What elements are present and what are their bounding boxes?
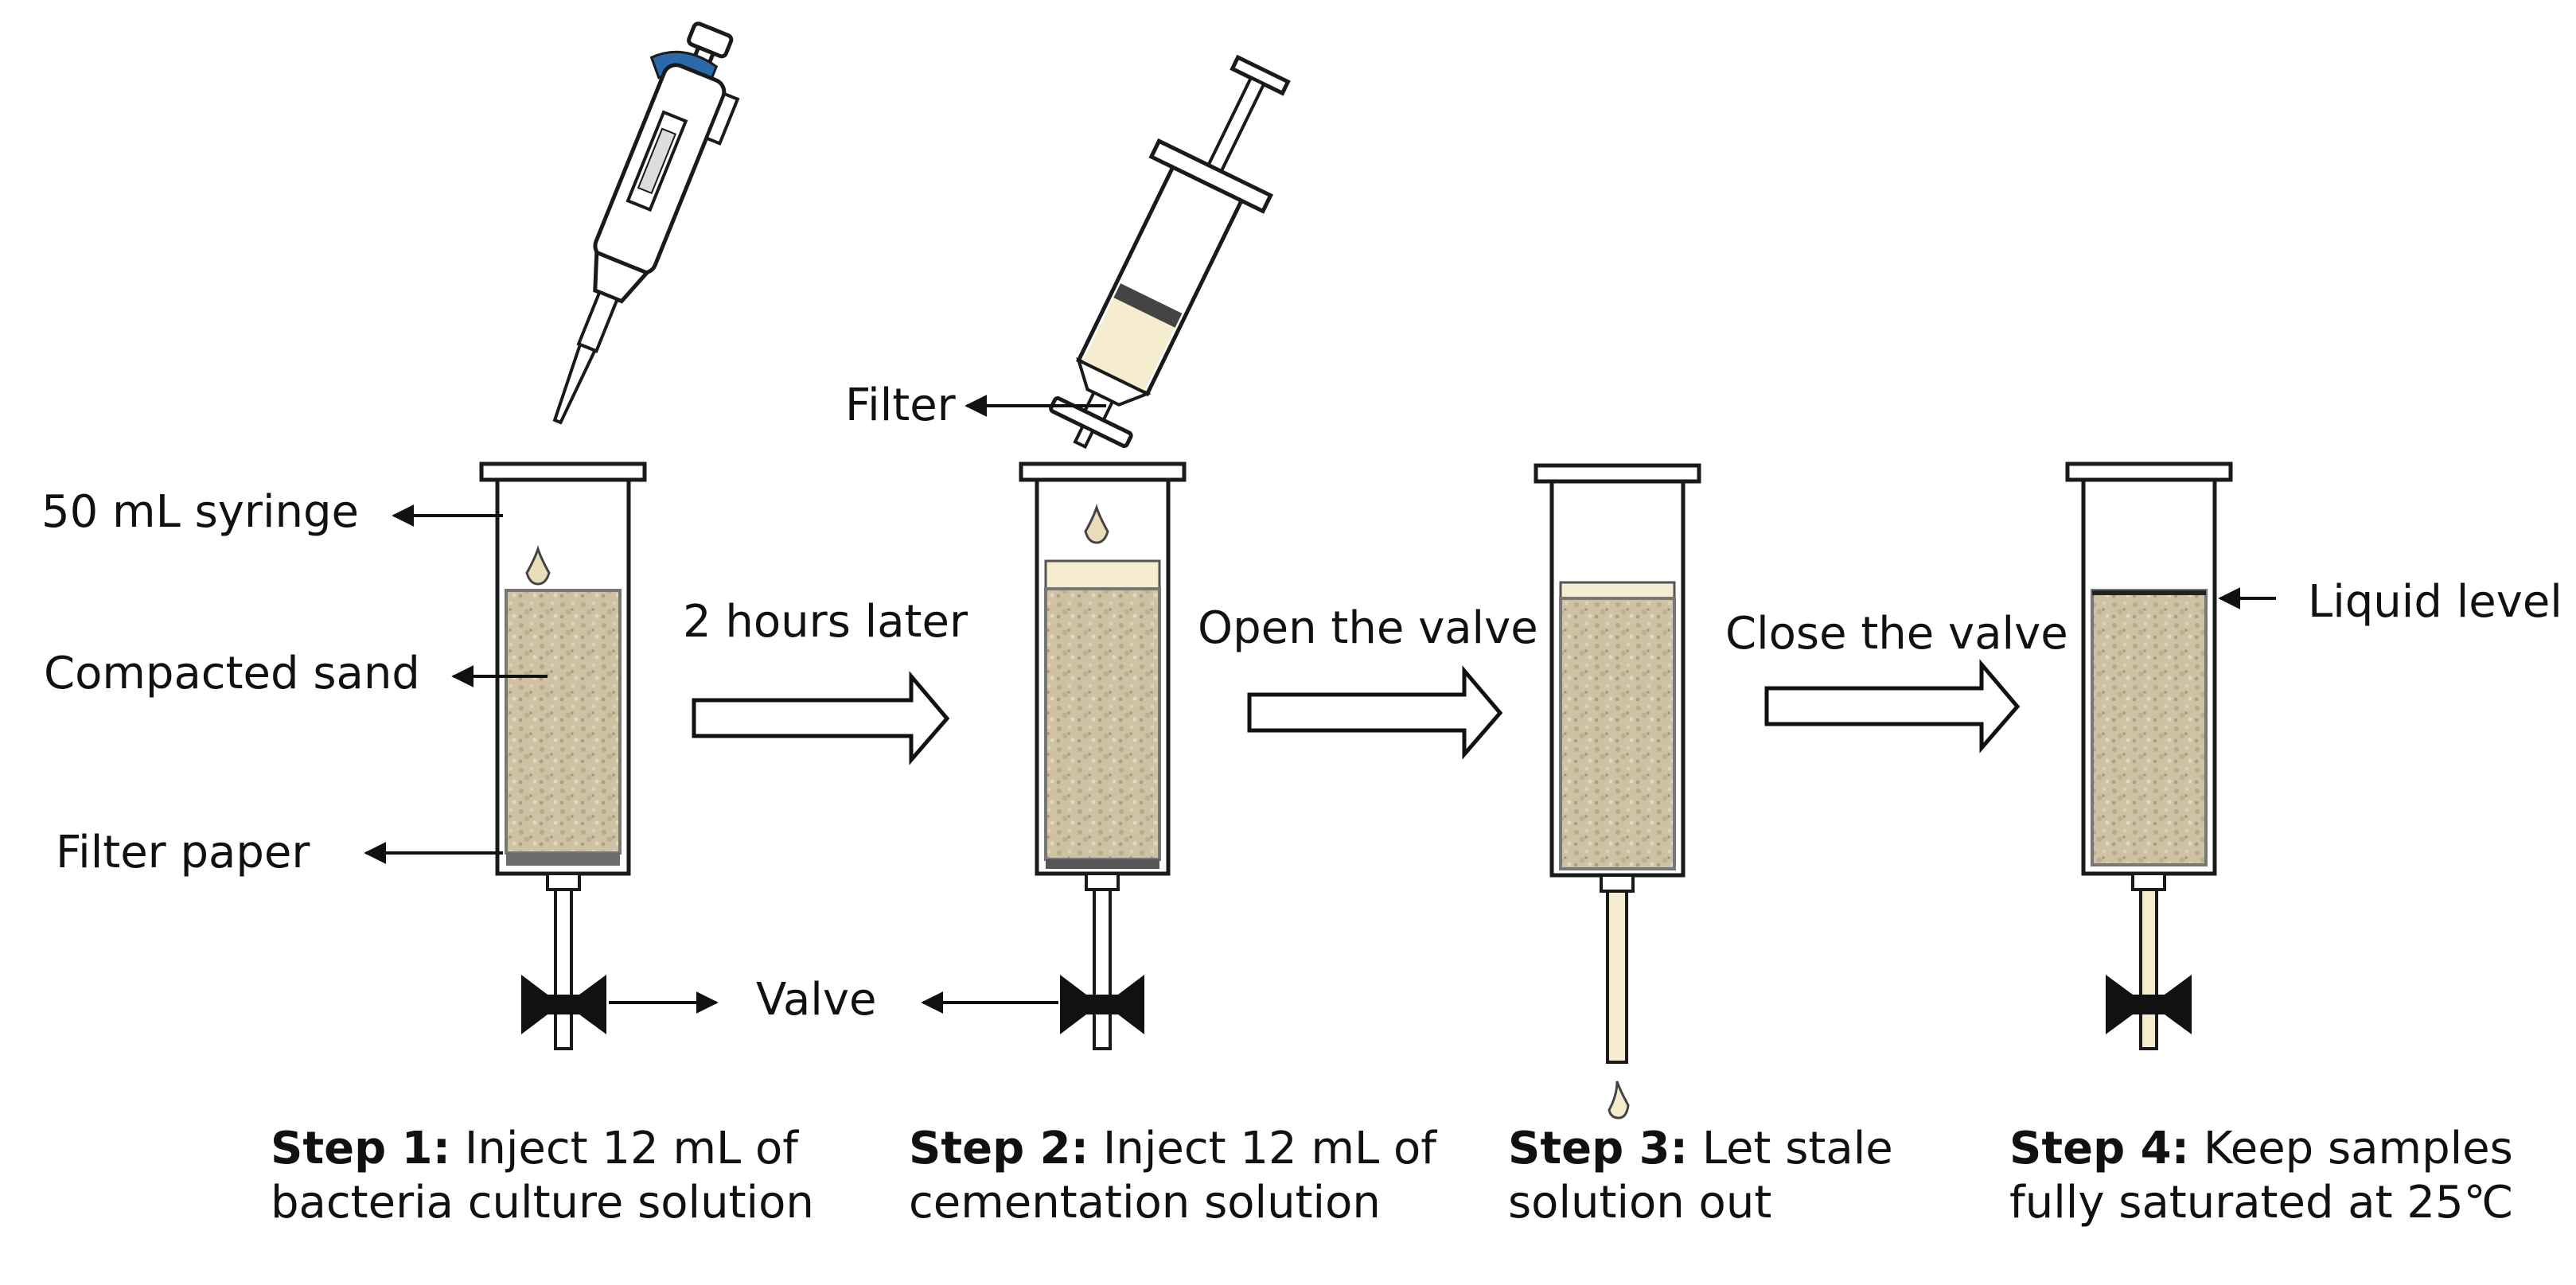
label-close-valve: Close the valve [1725,608,2068,660]
droplet-icon [1608,1081,1630,1120]
label-50ml-syringe: 50 mL syringe [41,486,359,538]
step2-title: Step 2: [909,1123,1089,1174]
step2-caption: Step 2: Inject 12 mL of cementation solu… [909,1122,1436,1231]
label-2-hours-later: 2 hours later [683,596,968,648]
step4-text-line1: Keep samples [2189,1123,2513,1174]
label-compacted-sand: Compacted sand [44,648,420,699]
step2-apparatus [1019,54,1291,1050]
step3-caption: Step 3: Let stale solution out [1508,1122,1893,1231]
liquid-layer [1044,559,1161,590]
step3-text-line1: Let stale [1688,1123,1893,1174]
step1-apparatus [479,21,740,1050]
transition-arrow-3 [1764,659,2021,753]
droplet-icon [525,545,551,586]
valve-icon [521,975,606,1034]
step4-title: Step 4: [2009,1123,2190,1174]
filter-paper [506,853,620,866]
step3-title: Step 3: [1508,1123,1689,1174]
transition-arrow-2 [1247,665,1503,760]
step2-text-line1: Inject 12 mL of [1089,1123,1436,1174]
step1-text-line1: Inject 12 mL of [450,1123,798,1174]
label-filter: Filter [845,380,956,431]
droplet-icon [1084,504,1109,544]
outflow-tube [1606,890,1628,1064]
pipette-icon [552,21,740,425]
syringe-flange [479,461,647,482]
step1-text-line2: bacteria culture solution [271,1177,814,1229]
step4-apparatus [2065,461,2233,1050]
step3-apparatus [1534,463,1701,1120]
label-open-valve: Open the valve [1198,602,1538,654]
step2-text-line2: cementation solution [909,1177,1381,1229]
label-liquid-level: Liquid level [2308,576,2562,628]
valve-icon [1060,975,1144,1034]
compacted-sand [505,589,622,855]
hand-syringe-icon [1049,54,1291,450]
step1-caption: Step 1: Inject 12 mL of bacteria culture… [271,1122,814,1231]
step3-text-line2: solution out [1508,1177,1772,1229]
step1-title: Step 1: [271,1123,451,1174]
step4-caption: Step 4: Keep samples fully saturated at … [2009,1122,2514,1231]
step4-text-line2: fully saturated at 25℃ [2009,1177,2514,1229]
transition-arrow-1 [692,671,950,765]
label-valve: Valve [756,974,877,1026]
valve-icon [2106,975,2192,1034]
label-filter-paper: Filter paper [56,827,310,878]
